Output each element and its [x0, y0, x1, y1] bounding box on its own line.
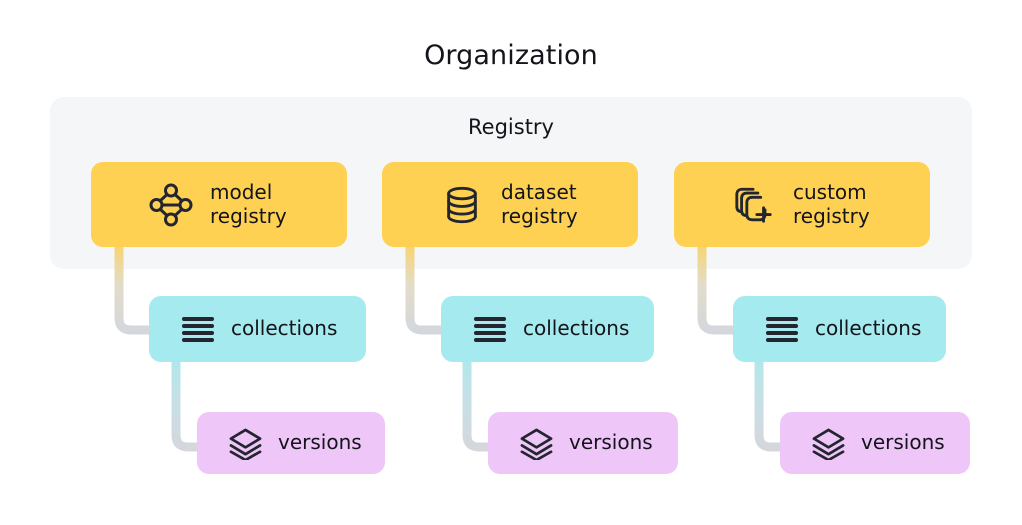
- card-collections-model[interactable]: collections: [149, 296, 366, 362]
- list-icon: [181, 312, 215, 346]
- layers-icon: [520, 427, 553, 460]
- card-label: collections: [231, 316, 338, 341]
- layers-icon: [229, 427, 262, 460]
- card-label: model registry: [210, 179, 287, 228]
- card-label: collections: [523, 316, 630, 341]
- organization-title: Organization: [424, 40, 598, 71]
- card-model-registry[interactable]: model registry: [91, 162, 347, 247]
- card-collections-dataset[interactable]: collections: [441, 296, 654, 362]
- layers-icon: [812, 427, 845, 460]
- card-label: versions: [569, 430, 653, 455]
- database-icon: [440, 183, 484, 227]
- card-label: dataset registry: [501, 179, 578, 228]
- registry-panel-title: Registry: [468, 115, 554, 139]
- list-icon: [765, 312, 799, 346]
- card-versions-custom[interactable]: versions: [780, 412, 970, 474]
- card-label: versions: [278, 430, 362, 455]
- card-collections-custom[interactable]: collections: [733, 296, 946, 362]
- model-registry-icon: [149, 183, 193, 227]
- card-label: custom registry: [793, 179, 870, 228]
- card-label: versions: [861, 430, 945, 455]
- card-versions-dataset[interactable]: versions: [488, 412, 678, 474]
- card-label: collections: [815, 316, 922, 341]
- card-custom-registry[interactable]: custom registry: [674, 162, 930, 247]
- card-versions-model[interactable]: versions: [197, 412, 385, 474]
- list-icon: [473, 312, 507, 346]
- add-stack-icon: [732, 183, 776, 227]
- card-dataset-registry[interactable]: dataset registry: [382, 162, 638, 247]
